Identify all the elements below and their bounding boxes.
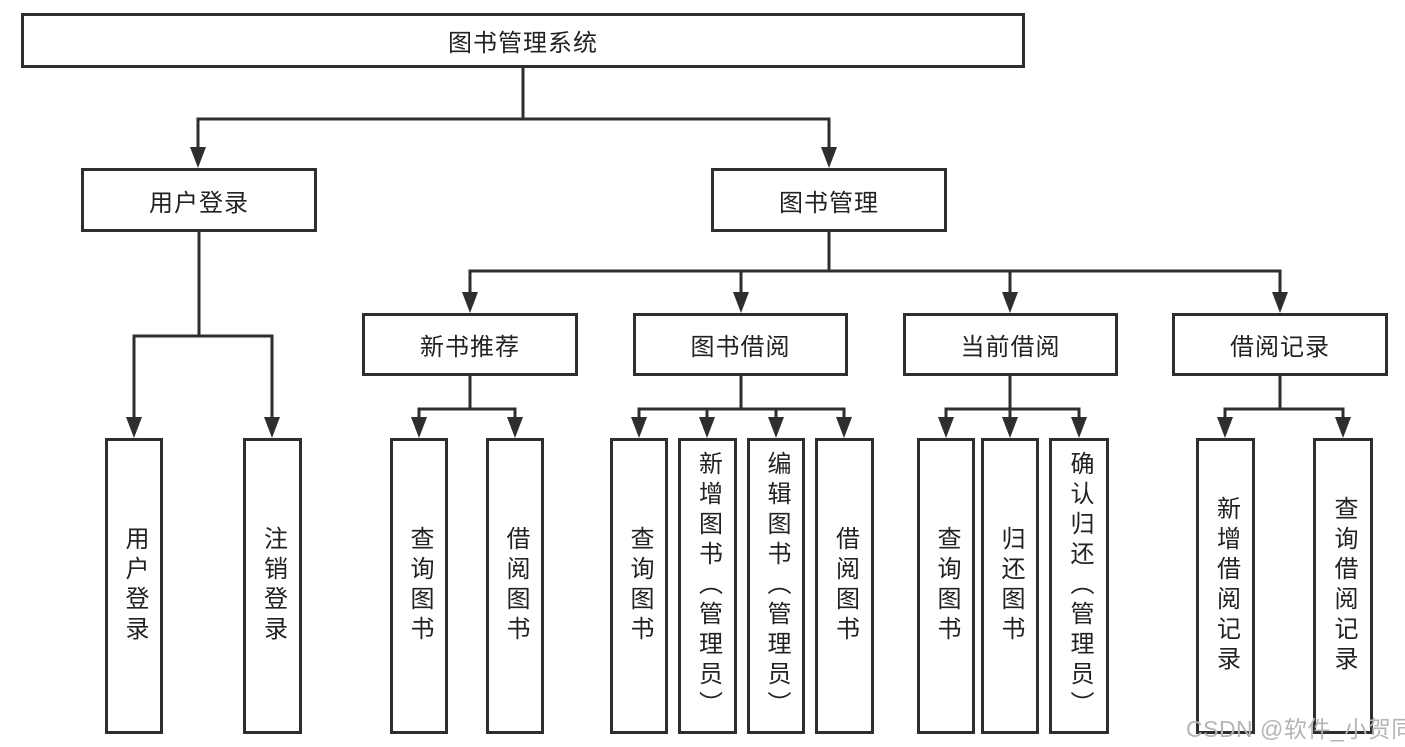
leaf-cb-query-books: 查询图书 — [917, 438, 975, 734]
node-book-borrowing: 图书借阅 — [633, 313, 848, 376]
connector-bookborrow-to-leaves — [631, 376, 852, 438]
leaf-br-query-record-label: 查询借阅记录 — [1330, 496, 1357, 676]
leaf-bb-borrow-books-label: 借阅图书 — [831, 526, 859, 646]
leaf-bb-query-books-label: 查询图书 — [626, 526, 653, 646]
leaf-nbr-query-books: 查询图书 — [390, 438, 448, 734]
leaf-bb-add-books-label: 新增图书（管理员） — [694, 451, 722, 721]
leaf-cb-confirm-return-label: 确认归还（管理员） — [1066, 451, 1093, 721]
connector-bookmgmt-to-level3 — [462, 232, 1288, 313]
leaf-logout-label: 注销登录 — [259, 526, 287, 646]
node-root: 图书管理系统 — [21, 13, 1025, 68]
node-root-label: 图书管理系统 — [448, 30, 598, 57]
leaf-nbr-borrow-books: 借阅图书 — [486, 438, 544, 734]
leaf-bb-edit-books: 编辑图书（管理员） — [747, 438, 805, 734]
csdn-watermark: CSDN @软件_小贺同学 — [1186, 716, 1405, 742]
leaf-nbr-query-books-label: 查询图书 — [406, 526, 433, 646]
leaf-logout: 注销登录 — [243, 438, 302, 734]
leaf-br-add-record-label: 新增借阅记录 — [1212, 496, 1240, 676]
node-user-login: 用户登录 — [81, 168, 317, 232]
leaf-bb-edit-books-label: 编辑图书（管理员） — [763, 451, 790, 721]
connector-userlogin-to-leaves — [126, 232, 280, 438]
node-current-borrowing-label: 当前借阅 — [960, 334, 1061, 361]
leaf-cb-return-books: 归还图书 — [981, 438, 1039, 734]
connector-root-to-level2 — [190, 68, 837, 168]
connector-borrowrecords-to-leaves — [1217, 376, 1351, 438]
connector-currentborrow-to-leaves — [938, 376, 1087, 438]
leaf-cb-confirm-return: 确认归还（管理员） — [1049, 438, 1109, 734]
node-book-management-label: 图书管理 — [779, 189, 879, 217]
node-user-login-label: 用户登录 — [149, 189, 249, 217]
leaf-cb-return-books-label: 归还图书 — [997, 526, 1024, 646]
leaf-br-add-record: 新增借阅记录 — [1196, 438, 1255, 734]
node-new-book-recommend: 新书推荐 — [362, 313, 578, 376]
leaf-bb-query-books: 查询图书 — [610, 438, 668, 734]
node-borrowing-records-label: 借阅记录 — [1230, 334, 1330, 361]
node-new-book-recommend-label: 新书推荐 — [420, 334, 520, 361]
leaf-bb-borrow-books: 借阅图书 — [815, 438, 874, 734]
leaf-bb-add-books: 新增图书（管理员） — [678, 438, 737, 734]
node-current-borrowing: 当前借阅 — [903, 313, 1118, 376]
node-book-management: 图书管理 — [711, 168, 947, 232]
leaf-br-query-record: 查询借阅记录 — [1313, 438, 1373, 734]
node-book-borrowing-label: 图书借阅 — [690, 334, 791, 361]
leaf-nbr-borrow-books-label: 借阅图书 — [502, 526, 529, 646]
leaf-cb-query-books-label: 查询图书 — [933, 526, 960, 646]
leaf-user-login: 用户登录 — [105, 438, 163, 734]
connector-newbookrec-to-leaves — [411, 376, 523, 438]
node-borrowing-records: 借阅记录 — [1172, 313, 1388, 376]
leaf-user-login-label: 用户登录 — [121, 526, 148, 646]
